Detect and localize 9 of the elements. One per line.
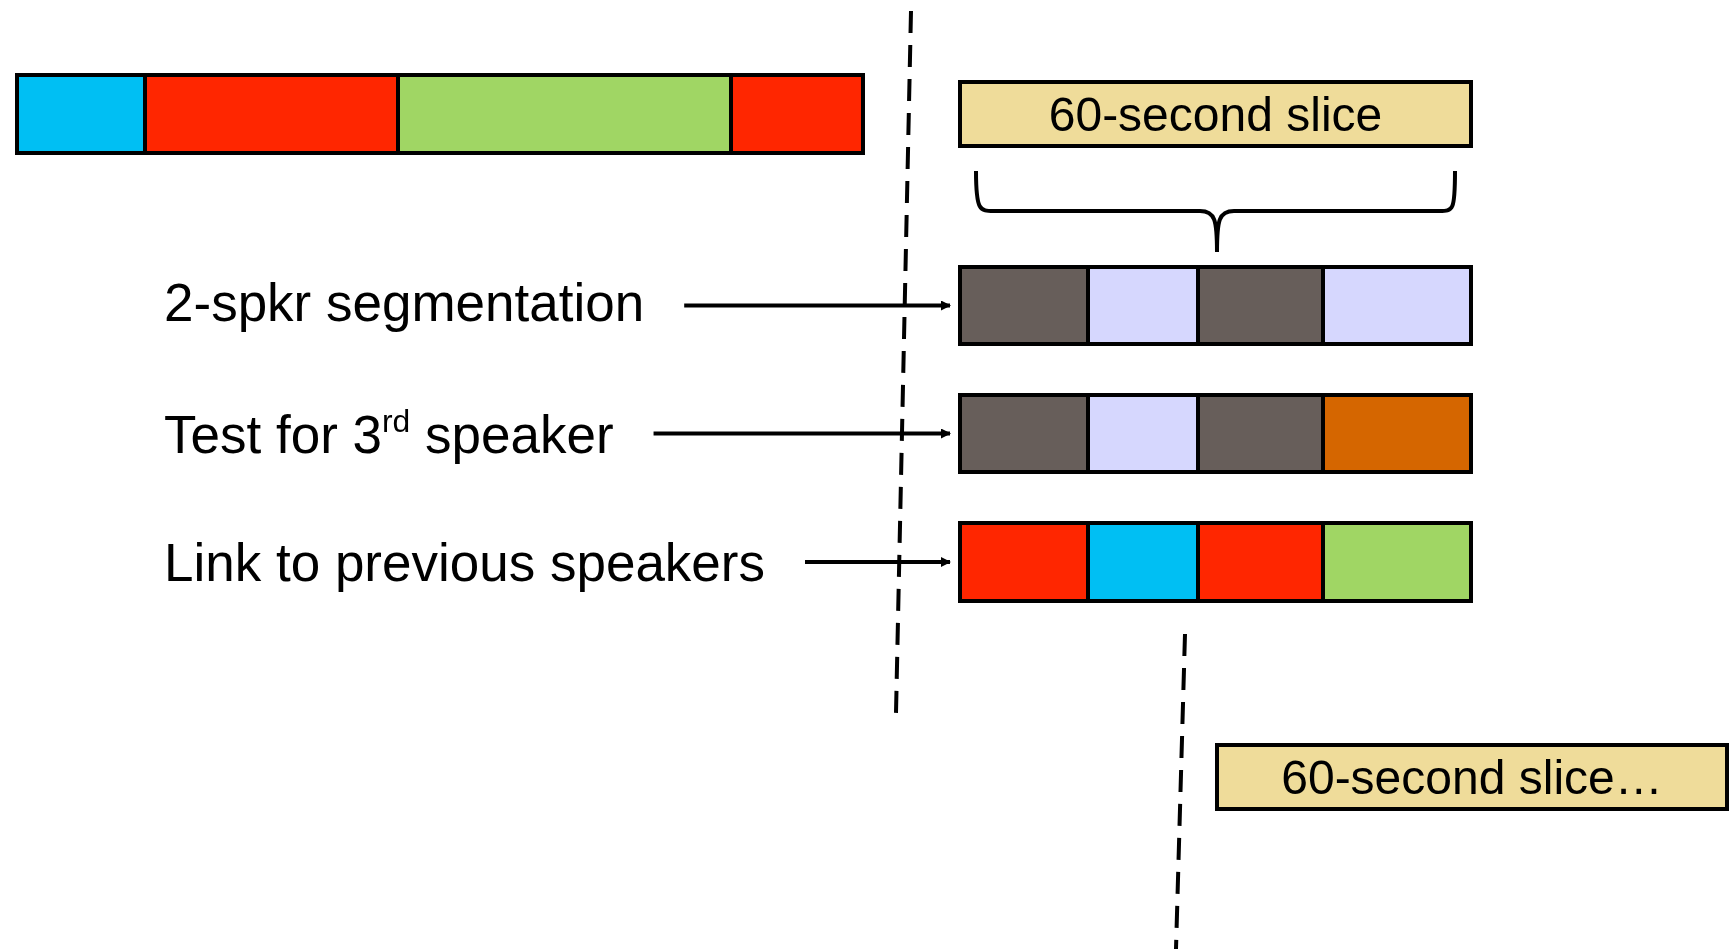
slice-box: 60-second slice… (1215, 743, 1729, 811)
segment-bar (958, 521, 1473, 603)
segment-bar (15, 73, 865, 155)
slice-box: 60-second slice (958, 80, 1473, 148)
arrow (684, 300, 951, 311)
segment-bar (958, 393, 1473, 474)
segment-bar (958, 265, 1473, 346)
arrow (653, 428, 951, 439)
arrow (805, 557, 951, 567)
